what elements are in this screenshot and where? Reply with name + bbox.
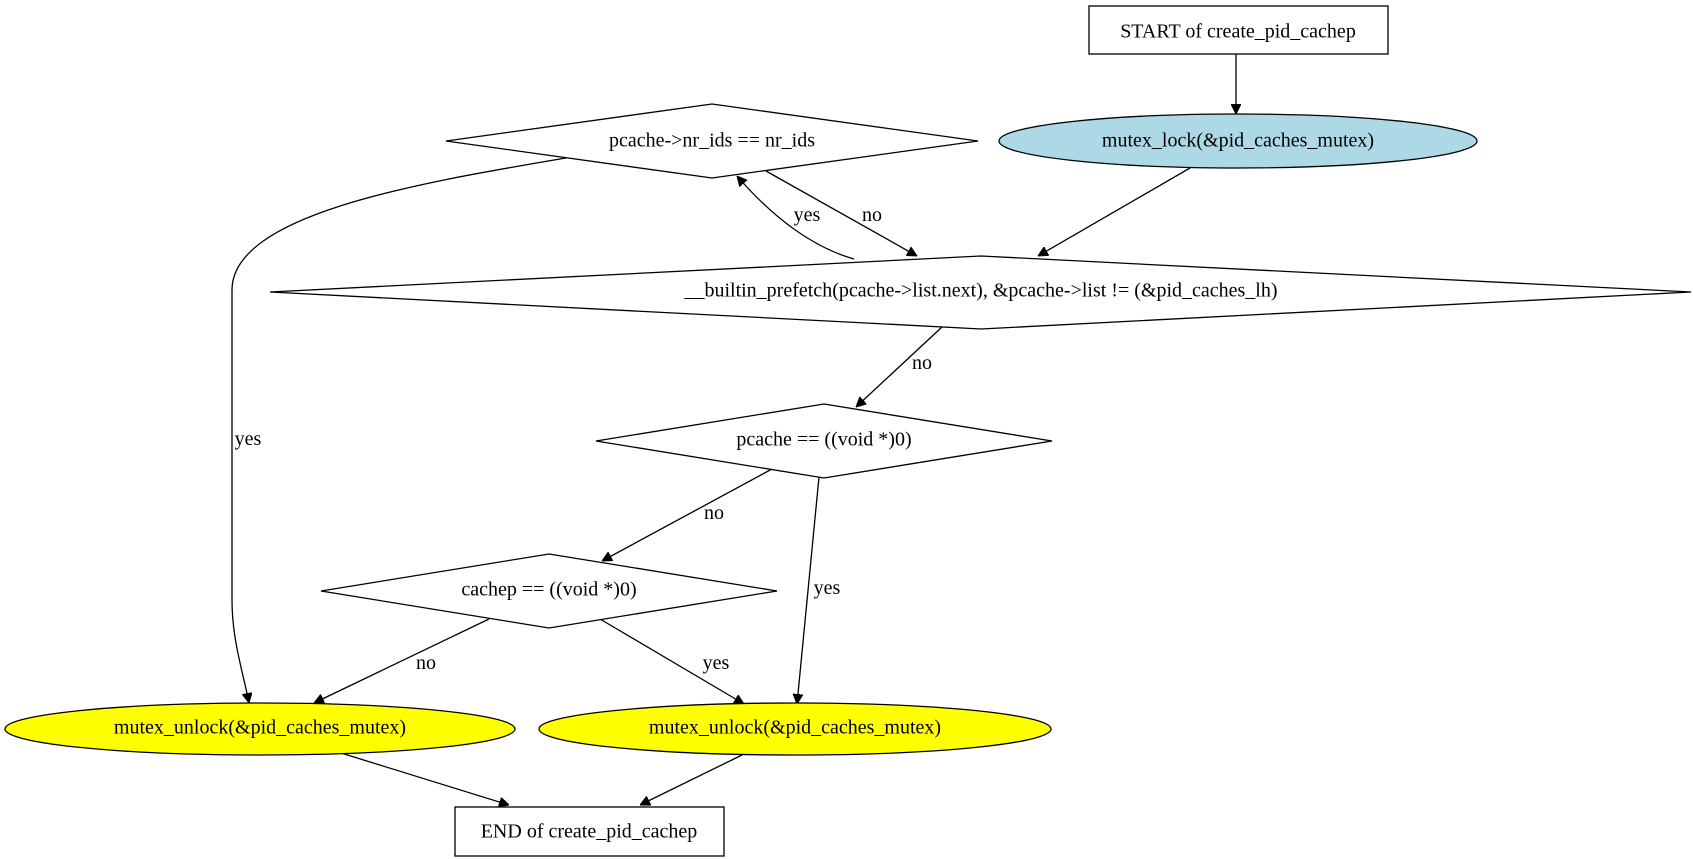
edge-unlock2-to-end	[640, 754, 743, 805]
edge-label-cnull-unlock2: yes	[703, 652, 730, 674]
edge-cnull-to-unlock1	[314, 618, 490, 703]
edge-unlock1-to-end	[340, 752, 509, 805]
pcache-null-decision: pcache == ((void *)0)	[595, 403, 1053, 479]
edge-lock-to-loop	[1038, 167, 1191, 257]
edge-cnull-to-unlock2	[599, 618, 744, 704]
svg-text:cachep == ((void *)0): cachep == ((void *)0)	[461, 579, 636, 601]
mutex-unlock-left-node: mutex_unlock(&pid_caches_mutex)	[4, 702, 516, 756]
edge-nrids-to-loop	[765, 170, 917, 257]
svg-text:mutex_unlock(&pid_caches_mutex: mutex_unlock(&pid_caches_mutex)	[114, 717, 406, 739]
start-node: START of create_pid_cachep	[1088, 5, 1389, 55]
nr-ids-decision: pcache->nr_ids == nr_ids	[445, 103, 979, 179]
edge-pnull-to-unlock2	[797, 476, 820, 704]
edge-label-nrids-unlock1: yes	[235, 428, 262, 450]
edge-label-pnull-unlock2: yes	[814, 577, 841, 599]
edge-label-cnull-unlock1: no	[416, 652, 436, 674]
svg-text:pcache == ((void *)0): pcache == ((void *)0)	[736, 429, 911, 451]
svg-text:mutex_unlock(&pid_caches_mutex: mutex_unlock(&pid_caches_mutex)	[649, 717, 941, 739]
svg-text:mutex_lock(&pid_caches_mutex): mutex_lock(&pid_caches_mutex)	[1102, 130, 1374, 152]
edge-label-nrids-loop: no	[862, 204, 882, 226]
edge-label-pnull-cnull: no	[704, 502, 724, 524]
mutex-lock-ellipse	[998, 113, 1478, 169]
edge-loop-to-pnull	[856, 326, 943, 407]
cachep-null-decision: cachep == ((void *)0)	[320, 553, 778, 629]
edge-pnull-to-cnull	[602, 468, 773, 562]
svg-text:START of create_pid_cachep: START of create_pid_cachep	[1120, 21, 1356, 43]
svg-text:END of create_pid_cachep: END of create_pid_cachep	[481, 821, 698, 843]
loop-condition-decision: __builtin_prefetch(pcache->list.next), &…	[269, 255, 1692, 330]
mutex-unlock-right-ellipse	[538, 702, 1052, 756]
mutex-unlock-right-node: mutex_unlock(&pid_caches_mutex)	[538, 702, 1052, 756]
svg-text:pcache->nr_ids == nr_ids: pcache->nr_ids == nr_ids	[609, 130, 815, 152]
mutex-lock-node: mutex_lock(&pid_caches_mutex)	[998, 113, 1478, 169]
mutex-unlock-left-ellipse	[4, 702, 516, 756]
svg-text:__builtin_prefetch(pcache->lis: __builtin_prefetch(pcache->list.next), &…	[683, 280, 1277, 302]
edge-label-loop-nrids: yes	[794, 204, 821, 226]
edge-loop-to-nrids	[737, 176, 855, 260]
edge-label-loop-pnull: no	[912, 352, 932, 374]
end-node: END of create_pid_cachep	[454, 806, 725, 857]
edge-nrids-to-unlock1	[231, 157, 567, 703]
